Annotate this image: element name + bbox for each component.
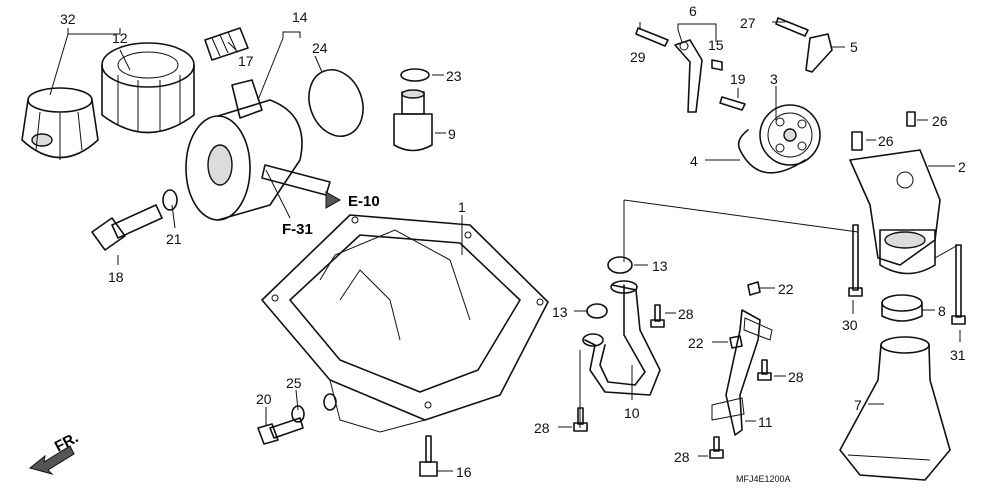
callout-17: 17 bbox=[238, 53, 254, 69]
chain-guide-arm bbox=[674, 39, 703, 113]
callout-15: 15 bbox=[708, 37, 724, 53]
callout-8: 8 bbox=[938, 303, 946, 319]
callout-28a: 28 bbox=[678, 306, 694, 322]
callout-28b: 28 bbox=[788, 369, 804, 385]
dowel-pin-b bbox=[906, 111, 916, 127]
drain-bolt bbox=[91, 204, 163, 251]
callout-19: 19 bbox=[730, 71, 746, 87]
callout-21: 21 bbox=[166, 231, 182, 247]
callout-13b: 13 bbox=[552, 304, 568, 320]
callout-31: 31 bbox=[950, 347, 966, 363]
callout-26a: 26 bbox=[878, 133, 894, 149]
front-arrow-icon bbox=[28, 445, 75, 475]
guide-bolt-upper bbox=[775, 17, 809, 37]
pump-sprocket bbox=[759, 104, 821, 166]
callout-20: 20 bbox=[256, 391, 272, 407]
callout-11: 11 bbox=[758, 414, 773, 430]
callout-1: 1 bbox=[458, 199, 466, 215]
callout-30: 30 bbox=[842, 317, 858, 333]
callout-25: 25 bbox=[286, 375, 302, 391]
callout-7: 7 bbox=[854, 397, 862, 413]
callout-10: 10 bbox=[624, 405, 640, 421]
leader-lines bbox=[49, 21, 961, 472]
pump-bolt-long bbox=[848, 224, 863, 297]
snap-ring bbox=[400, 68, 430, 82]
callout-22a: 22 bbox=[778, 281, 794, 297]
front-direction-label: FR. bbox=[52, 429, 81, 455]
callout-23: 23 bbox=[446, 68, 462, 84]
filter-bolt bbox=[204, 27, 249, 61]
pipe-bolts bbox=[573, 304, 772, 459]
oil-filter-cover bbox=[21, 87, 99, 160]
reference-f31: F-31 bbox=[282, 221, 313, 238]
pan-drain-bolt bbox=[257, 417, 304, 445]
strainer-seal bbox=[881, 294, 923, 322]
callout-26b: 26 bbox=[932, 113, 948, 129]
relief-valve bbox=[393, 89, 433, 152]
callout-12: 12 bbox=[112, 30, 128, 46]
oil-pipe bbox=[582, 280, 661, 396]
guide-nut bbox=[711, 59, 723, 71]
callout-27: 27 bbox=[740, 15, 756, 31]
pipe-o-ring-lower bbox=[586, 303, 608, 319]
oil-strainer bbox=[839, 336, 951, 481]
e10-arrow-icon bbox=[325, 191, 342, 209]
diagram-code: MFJ4E1200A bbox=[736, 474, 791, 484]
callout-3: 3 bbox=[770, 71, 778, 87]
guide-bolt bbox=[635, 27, 669, 47]
pump-bolt-right bbox=[951, 244, 966, 325]
oil-pipe-b bbox=[711, 309, 773, 436]
callout-14: 14 bbox=[292, 9, 308, 25]
oil-pump bbox=[849, 149, 941, 275]
chain-guide bbox=[805, 33, 833, 73]
pipe-clip-lower bbox=[729, 335, 743, 349]
callout-32: 32 bbox=[60, 11, 76, 27]
sprocket-bolt bbox=[719, 96, 746, 111]
callout-29: 29 bbox=[630, 49, 646, 65]
pan-plug bbox=[323, 393, 337, 411]
callout-6: 6 bbox=[689, 3, 697, 19]
oil-pan bbox=[261, 214, 549, 433]
callout-numbers: 32 12 17 14 24 23 9 21 18 1 6 29 15 19 3… bbox=[60, 3, 966, 480]
drain-washer bbox=[162, 189, 178, 211]
callout-22b: 22 bbox=[688, 335, 704, 351]
callout-28d: 28 bbox=[674, 449, 690, 465]
callout-13a: 13 bbox=[652, 258, 668, 274]
callout-2: 2 bbox=[958, 159, 966, 175]
dowel-pin-a bbox=[851, 131, 863, 151]
callout-16: 16 bbox=[456, 464, 472, 480]
callout-18: 18 bbox=[108, 269, 124, 285]
pipe-clip-upper bbox=[747, 281, 761, 296]
pump-drive-chain bbox=[737, 129, 806, 174]
callout-24: 24 bbox=[312, 40, 328, 56]
callout-28c: 28 bbox=[534, 420, 550, 436]
pan-bolt bbox=[419, 435, 438, 477]
callout-4: 4 bbox=[690, 153, 698, 169]
oil-filter bbox=[101, 42, 195, 134]
callout-9: 9 bbox=[448, 126, 456, 142]
callout-5: 5 bbox=[850, 39, 858, 55]
pan-drain-washer bbox=[291, 405, 305, 423]
reference-e10: E-10 bbox=[348, 193, 380, 210]
pipe-o-ring-upper bbox=[607, 256, 633, 274]
oil-cooler-o-ring bbox=[308, 69, 364, 137]
